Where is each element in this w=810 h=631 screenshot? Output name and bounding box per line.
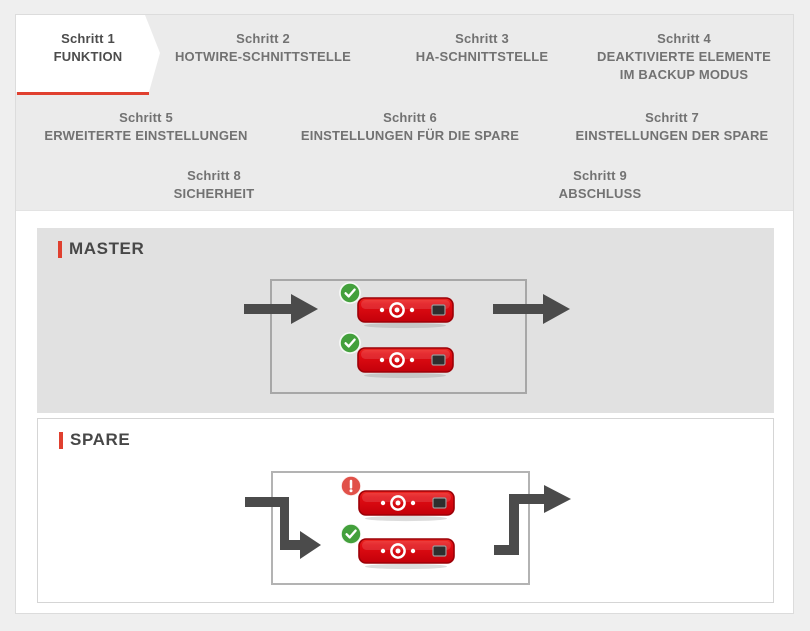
active-step-highlight	[16, 15, 160, 92]
spare-flow-diagram	[245, 471, 571, 585]
outflow-arrow	[493, 294, 570, 324]
step-3-ha-schnittstelle[interactable]: Schritt 3 HA-SCHNITTSTELLE	[416, 30, 548, 66]
device-port	[432, 545, 447, 557]
wizard-stepper: Schritt 1 FUNKTION Schritt 2 HOTWIRE-SCH…	[16, 15, 793, 211]
step-7-einstellungen-der-spare[interactable]: Schritt 7 EINSTELLUNGEN DER SPARE	[576, 109, 769, 145]
device-shadow	[365, 515, 447, 522]
panel-title-text: MASTER	[69, 239, 145, 258]
master-panel: MASTER	[37, 228, 774, 413]
master-flow-diagram	[244, 279, 570, 394]
step-number: Schritt 8	[187, 168, 241, 183]
step-4-deaktivierte-elemente[interactable]: Schritt 4 DEAKTIVIERTE ELEMENTE IM BACKU…	[597, 30, 771, 84]
step-label: ABSCHLUSS	[558, 186, 642, 201]
step-number: Schritt 4	[657, 31, 711, 46]
wizard-card: Schritt 1 FUNKTION Schritt 2 HOTWIRE-SCH…	[15, 14, 794, 614]
step-2-hotwire-schnittstelle[interactable]: Schritt 2 HOTWIRE-SCHNITTSTELLE	[175, 30, 351, 66]
red-accent-bar	[58, 240, 62, 258]
step-label: HA-SCHNITTSTELLE	[415, 49, 549, 64]
spare-panel-title: SPARE	[59, 430, 130, 450]
step-number: Schritt 9	[573, 168, 627, 183]
step-label: ERWEITERTE EINSTELLUNGEN	[44, 128, 248, 143]
master-panel-title: MASTER	[58, 239, 144, 259]
step-9-abschluss[interactable]: Schritt 9 ABSCHLUSS	[559, 167, 642, 203]
device-logo-icon	[389, 302, 405, 318]
device-port	[431, 304, 446, 316]
spare-panel: SPARE	[37, 418, 774, 603]
step-number: Schritt 6	[383, 110, 437, 125]
inflow-elbow-arrow	[245, 497, 321, 559]
status-ok-icon	[339, 282, 361, 304]
step-number: Schritt 1	[61, 31, 115, 46]
device-logo-icon	[389, 352, 405, 368]
status-ok-icon	[339, 332, 361, 354]
device-shadow	[364, 372, 446, 379]
step-label: EINSTELLUNGEN FÜR DIE SPARE	[300, 128, 520, 143]
step-number: Schritt 3	[455, 31, 509, 46]
step-5-erweiterte-einstellungen[interactable]: Schritt 5 ERWEITERTE EINSTELLUNGEN	[44, 109, 247, 145]
step-1-funktion[interactable]: Schritt 1 FUNKTION	[54, 30, 123, 66]
device-shadow	[364, 322, 446, 329]
step-label: EINSTELLUNGEN DER SPARE	[575, 128, 769, 143]
device-port	[432, 497, 447, 509]
step-label: HOTWIRE-SCHNITTSTELLE	[174, 49, 352, 64]
outflow-elbow-arrow	[494, 485, 571, 555]
status-error-icon	[340, 475, 362, 497]
step-8-sicherheit[interactable]: Schritt 8 SICHERHEIT	[174, 167, 255, 203]
step-number: Schritt 2	[236, 31, 290, 46]
device-shadow	[365, 563, 447, 570]
appliance-device	[357, 297, 454, 329]
inflow-arrow	[244, 294, 318, 324]
step-number: Schritt 5	[119, 110, 173, 125]
master-cluster-box	[270, 279, 527, 394]
step-6-einstellungen-fuer-die-spare[interactable]: Schritt 6 EINSTELLUNGEN FÜR DIE SPARE	[301, 109, 519, 145]
red-accent-bar	[59, 431, 63, 449]
step-label: FUNKTION	[53, 49, 123, 64]
appliance-device	[358, 538, 455, 570]
appliance-device	[358, 490, 455, 522]
panel-title-text: SPARE	[70, 430, 131, 449]
device-logo-icon	[390, 495, 406, 511]
device-logo-icon	[390, 543, 406, 559]
status-ok-icon	[340, 523, 362, 545]
step-number: Schritt 7	[645, 110, 699, 125]
active-step-underline	[17, 92, 149, 95]
spare-cluster-box	[271, 471, 530, 585]
appliance-device	[357, 347, 454, 379]
step-label: SICHERHEIT	[173, 186, 255, 201]
device-port	[431, 354, 446, 366]
step-label-line2: IM BACKUP MODUS	[619, 67, 749, 82]
step-label: DEAKTIVIERTE ELEMENTE	[597, 49, 771, 64]
